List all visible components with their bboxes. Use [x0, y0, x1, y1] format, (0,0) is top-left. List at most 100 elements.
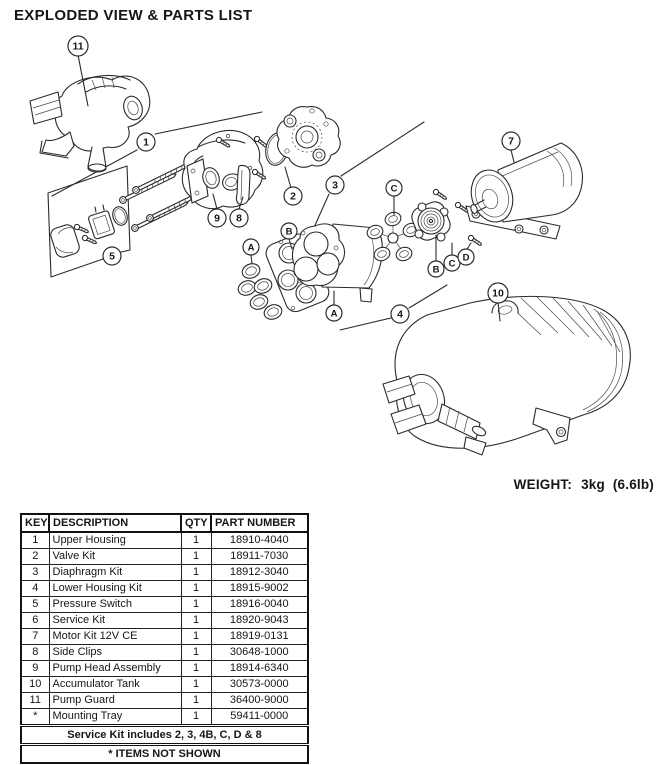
callout-b: B: [427, 260, 445, 278]
callout-a: A: [325, 304, 343, 322]
accumulator-tank-drawing: [382, 295, 631, 456]
svg-text:3: 3: [332, 179, 338, 191]
column-header-part-number: PART NUMBER: [210, 513, 309, 533]
cell-qty: 1: [180, 531, 212, 549]
svg-text:11: 11: [72, 40, 83, 52]
svg-text:1: 1: [143, 136, 149, 148]
items-not-shown-note: * ITEMS NOT SHOWN: [20, 743, 309, 764]
cell-key: 8: [20, 644, 50, 661]
group-leader-lines: [47, 111, 448, 331]
cell-description: Pressure Switch: [48, 596, 182, 613]
cell-qty: 1: [180, 644, 212, 661]
parts-table-footnote-row: Service Kit includes 2, 3, 4B, C, D & 8: [20, 724, 309, 746]
cell-qty: 1: [180, 708, 212, 726]
svg-text:A: A: [248, 242, 255, 253]
callout-b: B: [280, 222, 298, 240]
svg-text:8: 8: [236, 212, 242, 224]
cell-description: Motor Kit 12V CE: [48, 628, 182, 645]
lower-housing-drawing: [291, 223, 383, 303]
svg-text:9: 9: [214, 212, 220, 224]
valve-plate-drawing: [276, 106, 341, 168]
callout-5: 5: [102, 246, 122, 266]
cell-part-number: 59411-0000: [210, 708, 309, 726]
cell-qty: 1: [180, 580, 212, 597]
cell-part-number: 18912-3040: [210, 564, 309, 581]
cell-part-number: 18910-4040: [210, 531, 309, 549]
cell-key: 1: [20, 531, 50, 549]
svg-text:C: C: [391, 183, 398, 194]
svg-text:10: 10: [492, 287, 504, 299]
cell-part-number: 18911-7030: [210, 548, 309, 565]
cell-key: 7: [20, 628, 50, 645]
svg-text:A: A: [331, 308, 338, 319]
cell-description: Diaphragm Kit: [48, 564, 182, 581]
svg-text:2: 2: [290, 190, 296, 202]
callout-3: 3: [325, 175, 345, 195]
weight-label: WEIGHT:: [513, 477, 573, 492]
cell-key: 5: [20, 596, 50, 613]
callout-4: 4: [390, 304, 410, 324]
callout-c: C: [385, 179, 403, 197]
page-title: EXPLODED VIEW & PARTS LIST: [14, 7, 253, 24]
cell-qty: 1: [180, 660, 212, 677]
svg-text:5: 5: [109, 250, 115, 262]
cell-description: Pump Head Assembly: [48, 660, 182, 677]
callout-1: 1: [136, 132, 156, 152]
cell-description: Service Kit: [48, 612, 182, 629]
cell-description: Lower Housing Kit: [48, 580, 182, 597]
parts-table-footnote-row: * ITEMS NOT SHOWN: [20, 743, 309, 764]
weight-text: WEIGHT: 3kg (6.6lb): [514, 477, 654, 492]
weight-value: 3kg (6.6lb): [581, 477, 654, 492]
callout-2: 2: [283, 186, 303, 206]
svg-text:B: B: [433, 264, 440, 275]
cell-key: 6: [20, 612, 50, 629]
cell-key: 4: [20, 580, 50, 597]
cell-key: 10: [20, 676, 50, 693]
cell-part-number: 36400-9000: [210, 692, 309, 709]
cell-part-number: 18916-0040: [210, 596, 309, 613]
column-header-key: KEY: [20, 513, 50, 533]
upper-housing-drawing: [181, 129, 270, 210]
cell-qty: 1: [180, 676, 212, 693]
cell-part-number: 30648-1000: [210, 644, 309, 661]
cell-description: Mounting Tray: [48, 708, 182, 726]
svg-text:7: 7: [508, 135, 514, 147]
column-header-qty: QTY: [180, 513, 212, 533]
callout-d: D: [457, 248, 475, 266]
cell-key: *: [20, 708, 50, 726]
cell-qty: 1: [180, 564, 212, 581]
cell-key: 2: [20, 548, 50, 565]
cell-description: Accumulator Tank: [48, 676, 182, 693]
cell-key: 9: [20, 660, 50, 677]
cell-qty: 1: [180, 692, 212, 709]
cell-part-number: 18914-6340: [210, 660, 309, 677]
cell-qty: 1: [180, 628, 212, 645]
motor-drawing: [465, 142, 583, 240]
cell-part-number: 18919-0131: [210, 628, 309, 645]
cell-key: 11: [20, 692, 50, 709]
cell-description: Valve Kit: [48, 548, 182, 565]
callout-11: 11: [67, 35, 89, 57]
callout-8: 8: [229, 208, 249, 228]
svg-text:4: 4: [397, 308, 403, 320]
cell-key: 3: [20, 564, 50, 581]
callout-9: 9: [207, 208, 227, 228]
cam-drawing: [411, 187, 484, 248]
